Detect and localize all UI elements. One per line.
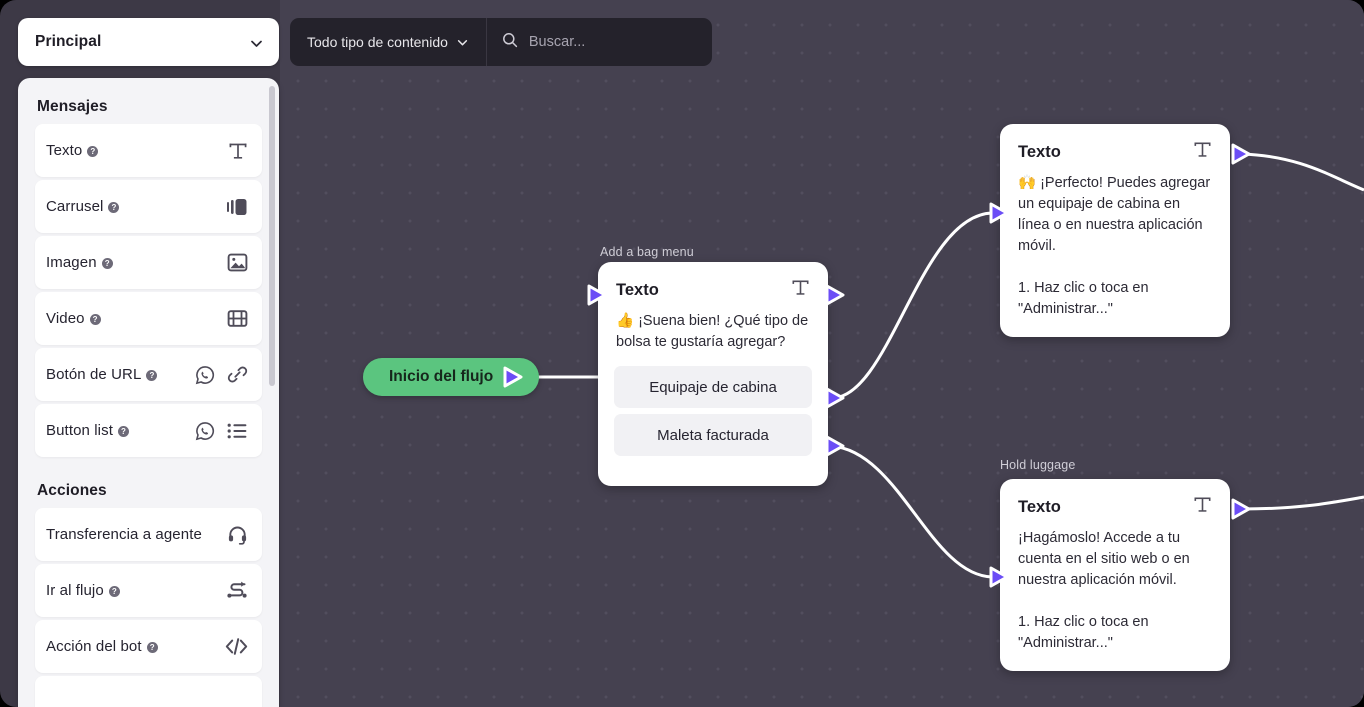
- headset-icon: [227, 524, 248, 545]
- content-type-filter-label: Todo tipo de contenido: [307, 34, 448, 50]
- sidebar-item-ir-al-flujo[interactable]: Ir al flujo ?: [35, 564, 262, 617]
- flow-canvas[interactable]: Inicio del flujo Add a bag menu Texto: [280, 0, 1364, 707]
- start-node[interactable]: Inicio del flujo: [363, 358, 540, 396]
- sidebar-item-label: Acción del bot: [46, 638, 142, 655]
- whatsapp-icon: [195, 365, 215, 385]
- node-body-3: ¡Hagámoslo! Accede a tu cuenta en el sit…: [1018, 530, 1190, 651]
- help-icon[interactable]: ?: [87, 145, 99, 157]
- node-menu-output-port[interactable]: [824, 283, 846, 307]
- help-icon[interactable]: ?: [146, 369, 158, 381]
- sidebar-item-boton-de-url[interactable]: Botón de URL ?: [35, 348, 262, 401]
- sidebar-item-label: Botón de URL: [46, 366, 142, 383]
- video-film-icon: [227, 308, 248, 329]
- text-t-icon: [791, 278, 810, 302]
- help-icon[interactable]: ?: [108, 201, 120, 213]
- sidebar-section-title-messages: Mensajes: [37, 98, 108, 115]
- whatsapp-icon: [195, 421, 215, 441]
- node-hold-reply-output-port[interactable]: [1230, 497, 1252, 521]
- node-card-hold-reply[interactable]: Texto ¡Hagámoslo! Accede a tu cuenta en …: [1000, 479, 1230, 671]
- search-toolbar: Todo tipo de contenido Buscar...: [290, 18, 712, 66]
- node-cabin-reply-input-port[interactable]: [988, 201, 1010, 225]
- sidebar-item-carrusel[interactable]: Carrusel ?: [35, 180, 262, 233]
- node-hold-reply-input-port[interactable]: [988, 565, 1010, 589]
- help-icon[interactable]: ?: [108, 585, 120, 597]
- sidebar-item-label: Button list: [46, 422, 113, 439]
- sidebar-item-label: Texto: [46, 142, 83, 159]
- start-node-output-port[interactable]: [502, 365, 524, 389]
- image-icon: [227, 252, 248, 273]
- code-icon: [225, 637, 248, 656]
- flow-selector[interactable]: Principal: [18, 18, 279, 66]
- help-icon[interactable]: ?: [117, 425, 129, 437]
- chevron-down-icon: [456, 36, 469, 49]
- sidebar-item-label: Video: [46, 310, 85, 327]
- node-menu-input-port[interactable]: [586, 283, 608, 307]
- chevron-down-icon: [249, 36, 262, 49]
- shuffle-flow-icon: [226, 580, 248, 601]
- sidebar-item-imagen[interactable]: Imagen ?: [35, 236, 262, 289]
- node-cabin-reply-output-port[interactable]: [1230, 142, 1252, 166]
- sidebar-item-label: Carrusel: [46, 198, 104, 215]
- node-layer: Inicio del flujo Add a bag menu Texto: [280, 0, 1364, 707]
- search-input-placeholder: Buscar...: [528, 34, 586, 50]
- sidebar-item-texto[interactable]: Texto ?: [35, 124, 262, 177]
- node-header-3: Texto: [1000, 479, 1230, 519]
- node-title-1: Texto: [616, 280, 659, 299]
- flow-selector-label: Principal: [35, 33, 102, 50]
- top-toolbar: Principal Todo tipo de contenido: [0, 0, 1364, 74]
- sidebar-item-label: Ir al flujo: [46, 582, 104, 599]
- node-button-hold-output-port[interactable]: [824, 434, 846, 458]
- search-icon: [502, 32, 518, 53]
- sidebar-item-transferencia-a-agente[interactable]: Transferencia a agente: [35, 508, 262, 561]
- node-header-2: Texto: [1000, 124, 1230, 164]
- sidebar-item-video[interactable]: Video ?: [35, 292, 262, 345]
- content-sidebar: Mensajes Texto ?: [18, 78, 279, 707]
- sidebar-item-button-list[interactable]: Button list ?: [35, 404, 262, 457]
- sidebar-item-label: Transferencia a agente: [46, 526, 202, 543]
- node-title-3: Texto: [1018, 497, 1061, 516]
- node-button-cabin[interactable]: Equipaje de cabina: [614, 366, 812, 408]
- search-input[interactable]: Buscar...: [487, 18, 712, 66]
- node-button-cabin-output-port[interactable]: [824, 386, 846, 410]
- node-group-label-3: Hold luggage: [1000, 458, 1076, 472]
- help-icon[interactable]: ?: [146, 641, 158, 653]
- sidebar-scrollbar-track[interactable]: [269, 86, 275, 699]
- carousel-icon: [226, 197, 248, 217]
- content-type-filter[interactable]: Todo tipo de contenido: [290, 18, 487, 66]
- node-button-hold[interactable]: Maleta facturada: [614, 414, 812, 456]
- text-t-icon: [228, 141, 248, 161]
- help-icon[interactable]: ?: [101, 257, 113, 269]
- sidebar-item-label: Imagen: [46, 254, 97, 271]
- sidebar-item-partial[interactable]: [35, 676, 262, 707]
- sidebar-item-accion-del-bot[interactable]: Acción del bot ?: [35, 620, 262, 673]
- node-group-label-1: Add a bag menu: [600, 245, 694, 259]
- node-buttons-1: Equipaje de cabina Maleta facturada: [598, 353, 828, 472]
- node-body-2: 🙌 ¡Perfecto! Puedes agregar un equipaje …: [1018, 175, 1211, 317]
- node-body-1: 👍 ¡Suena bien! ¿Qué tipo de bolsa te gus…: [616, 313, 809, 350]
- sidebar-scrollbar-thumb[interactable]: [269, 86, 275, 386]
- text-t-icon: [1193, 495, 1212, 519]
- text-t-icon: [1193, 140, 1212, 164]
- start-node-label: Inicio del flujo: [389, 368, 494, 385]
- sidebar-scroll-area[interactable]: Mensajes Texto ?: [18, 78, 279, 707]
- sidebar-section-title-acciones: Acciones: [37, 482, 107, 499]
- node-card-menu[interactable]: Texto 👍 ¡Suena bien! ¿Qué tipo de bolsa …: [598, 262, 828, 486]
- link-icon: [227, 364, 248, 385]
- help-icon[interactable]: ?: [89, 313, 101, 325]
- node-card-cabin-reply[interactable]: Texto 🙌 ¡Perfecto! Puedes agregar un equ…: [1000, 124, 1230, 337]
- list-icon: [227, 422, 248, 440]
- node-header-1: Texto: [598, 262, 828, 302]
- node-title-2: Texto: [1018, 142, 1061, 161]
